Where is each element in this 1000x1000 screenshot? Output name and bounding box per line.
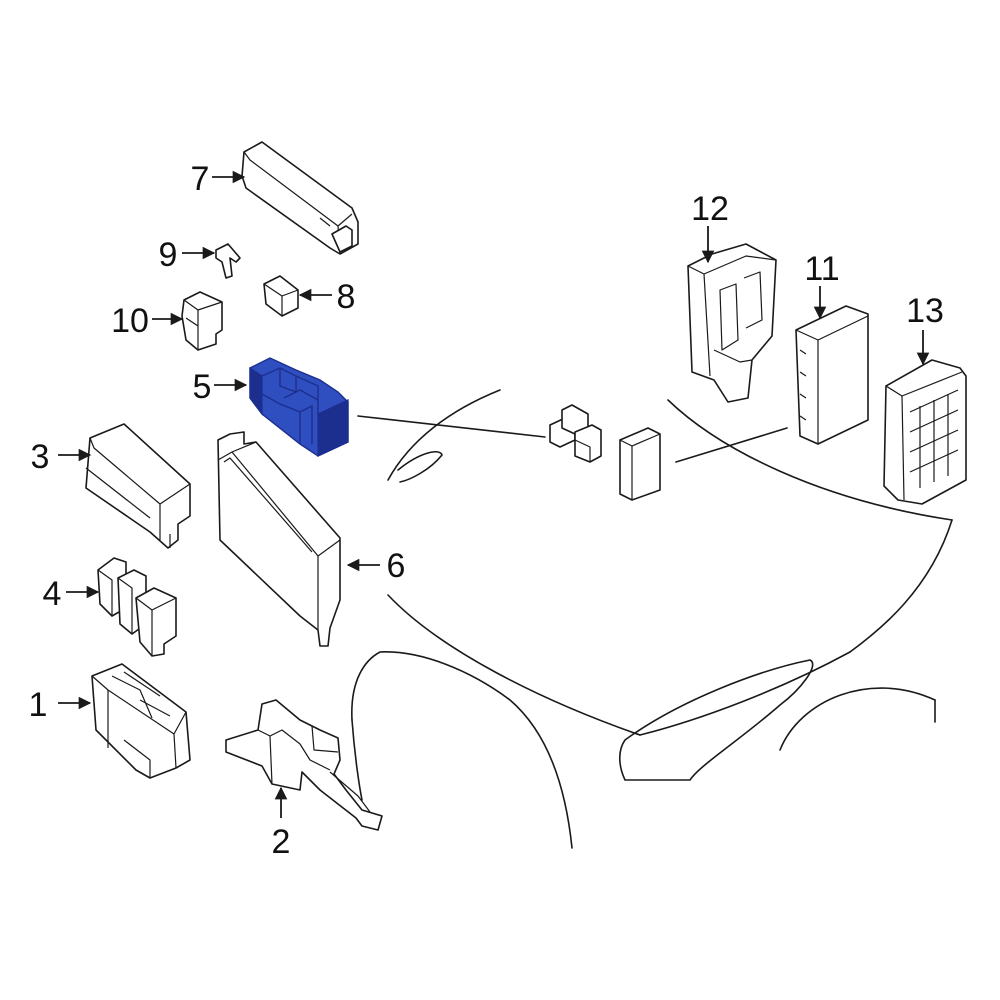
- callout-4[interactable]: 4: [43, 575, 62, 613]
- part-3-cover[interactable]: [85, 423, 191, 549]
- part-4-relays[interactable]: [97, 557, 177, 657]
- body-relay-right: [619, 427, 661, 501]
- callout-10[interactable]: 10: [111, 302, 149, 340]
- callout-labels: 1 2 3 4 5 6 7 8 9 10 11 12 13: [29, 160, 944, 861]
- part-8-relay[interactable]: [263, 275, 299, 317]
- callout-11[interactable]: 11: [804, 250, 839, 288]
- callout-1[interactable]: 1: [29, 686, 48, 724]
- part-11-module[interactable]: [795, 305, 869, 445]
- callout-9[interactable]: 9: [159, 236, 178, 274]
- callout-13[interactable]: 13: [906, 292, 944, 330]
- vehicle-outline: [351, 389, 953, 849]
- callout-7[interactable]: 7: [191, 160, 210, 198]
- part-12-holder[interactable]: [687, 243, 777, 403]
- callout-6[interactable]: 6: [387, 547, 406, 585]
- part-7-cover[interactable]: [241, 141, 359, 255]
- part-5-relay-block[interactable]: [249, 357, 349, 457]
- leader-lines: [357, 415, 788, 463]
- body-relay-left: [549, 404, 602, 463]
- part-1-fuse-box[interactable]: [91, 663, 191, 779]
- part-9-clip[interactable]: [215, 243, 241, 279]
- part-2-bracket[interactable]: [225, 699, 383, 831]
- callout-5[interactable]: 5: [193, 368, 212, 406]
- callout-12[interactable]: 12: [691, 190, 729, 228]
- part-10-relay[interactable]: [181, 291, 223, 351]
- part-13-junction[interactable]: [883, 359, 967, 505]
- callout-arrows: [58, 170, 930, 818]
- callout-2[interactable]: 2: [272, 823, 291, 861]
- callout-3[interactable]: 3: [31, 438, 50, 476]
- callout-8[interactable]: 8: [337, 278, 356, 316]
- part-6-fuse-box[interactable]: [217, 431, 341, 647]
